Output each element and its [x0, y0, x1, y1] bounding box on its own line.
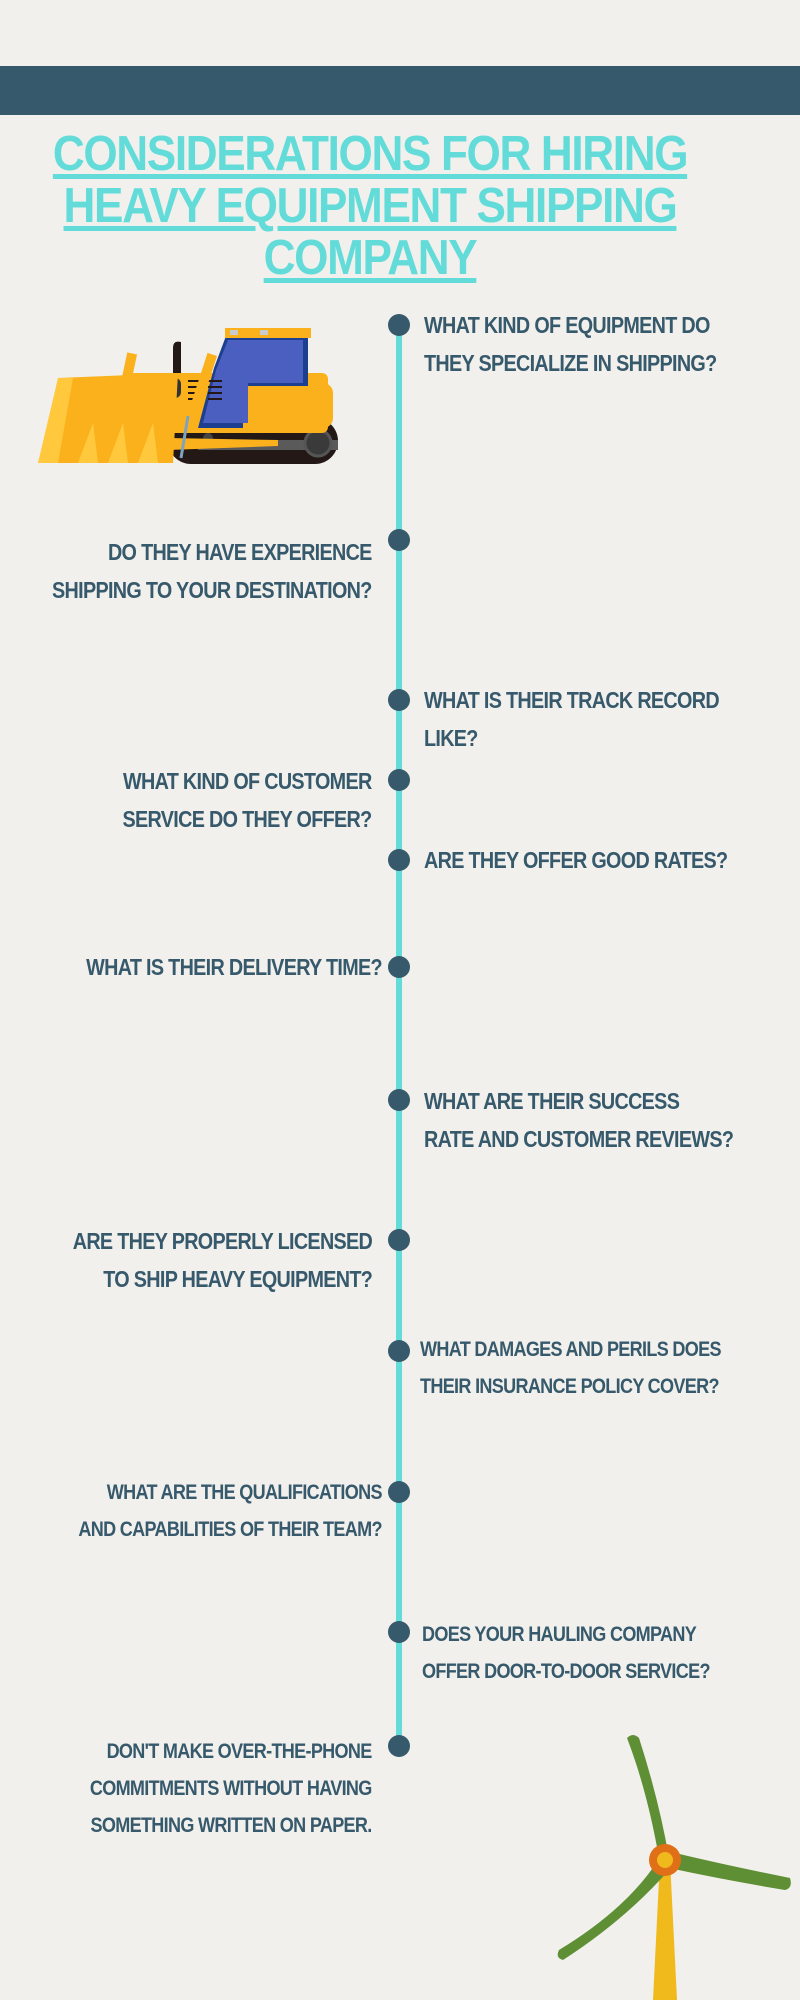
timeline-dot: [388, 1481, 410, 1503]
wind-turbine-icon: [557, 1735, 791, 2000]
timeline-dot: [388, 1735, 410, 1757]
item-text-line: AND CAPABILITIES OF THEIR TEAM?: [78, 1518, 383, 1541]
timeline-item-delivery-time: WHAT IS THEIR DELIVERY TIME?: [86, 948, 382, 986]
item-text-line: WHAT KIND OF EQUIPMENT DO: [424, 312, 710, 338]
item-text-line: WHAT DAMAGES AND PERILS DOES: [420, 1338, 721, 1361]
item-text-line: OFFER DOOR-TO-DOOR SERVICE?: [422, 1660, 710, 1683]
item-text-line: RATE AND CUSTOMER REVIEWS?: [424, 1126, 734, 1152]
timeline-item-equipment-specialty: WHAT KIND OF EQUIPMENT DO THEY SPECIALIZ…: [424, 306, 717, 382]
title-line-3: COMPANY: [263, 231, 478, 285]
timeline-item-rates: ARE THEY OFFER GOOD RATES?: [424, 841, 728, 879]
header-bar: [0, 66, 800, 115]
timeline-line: [396, 322, 402, 1748]
bulldozer-icon: [38, 328, 338, 464]
item-text-line: SHIPPING TO YOUR DESTINATION?: [52, 577, 372, 603]
timeline-item-customer-service: WHAT KIND OF CUSTOMER SERVICE DO THEY OF…: [122, 762, 373, 838]
item-text-line: ARE THEY OFFER GOOD RATES?: [424, 847, 728, 873]
timeline-item-written-commitments: DON'T MAKE OVER-THE-PHONE COMMITMENTS WI…: [90, 1733, 372, 1844]
timeline-item-success-rate: WHAT ARE THEIR SUCCESS RATE AND CUSTOMER…: [424, 1082, 734, 1158]
timeline-dot: [388, 769, 410, 791]
page-title: CONSIDERATIONS FOR HIRING HEAVY EQUIPMEN…: [37, 128, 703, 284]
timeline-item-insurance: WHAT DAMAGES AND PERILS DOES THEIR INSUR…: [420, 1331, 721, 1405]
timeline-dot: [388, 1621, 410, 1643]
item-text-line: SOMETHING WRITTEN ON PAPER.: [90, 1814, 373, 1837]
item-text-line: THEY SPECIALIZE IN SHIPPING?: [424, 350, 717, 376]
item-text-line: TO SHIP HEAVY EQUIPMENT?: [103, 1266, 373, 1292]
timeline-dot: [388, 1340, 410, 1362]
timeline-dot: [388, 1089, 410, 1111]
timeline-dot: [388, 849, 410, 871]
item-text-line: WHAT KIND OF CUSTOMER: [123, 768, 373, 794]
timeline-item-door-to-door: DOES YOUR HAULING COMPANY OFFER DOOR-TO-…: [422, 1616, 710, 1690]
item-text-line: WHAT ARE THEIR SUCCESS: [424, 1088, 680, 1114]
timeline-item-licensing: ARE THEY PROPERLY LICENSED TO SHIP HEAVY…: [72, 1222, 373, 1298]
item-text-line: DON'T MAKE OVER-THE-PHONE: [106, 1740, 373, 1763]
item-text-line: WHAT IS THEIR TRACK RECORD: [424, 687, 720, 713]
item-text-line: COMMITMENTS WITHOUT HAVING: [90, 1777, 372, 1800]
timeline-dot: [388, 529, 410, 551]
timeline-item-team-qualifications: WHAT ARE THE QUALIFICATIONS AND CAPABILI…: [78, 1474, 383, 1548]
timeline-item-track-record: WHAT IS THEIR TRACK RECORD LIKE?: [424, 681, 720, 757]
item-text-line: DO THEY HAVE EXPERIENCE: [108, 539, 372, 565]
title-line-1: CONSIDERATIONS FOR HIRING: [52, 127, 689, 181]
item-text-line: LIKE?: [424, 725, 478, 751]
item-text-line: WHAT ARE THE QUALIFICATIONS: [106, 1481, 383, 1504]
timeline-dot: [388, 1229, 410, 1251]
timeline-dot: [388, 689, 410, 711]
timeline-dot: [388, 956, 410, 978]
timeline-item-destination-experience: DO THEY HAVE EXPERIENCE SHIPPING TO YOUR…: [52, 533, 372, 609]
item-text-line: DOES YOUR HAULING COMPANY: [422, 1623, 697, 1646]
item-text-line: ARE THEY PROPERLY LICENSED: [72, 1228, 373, 1254]
item-text-line: SERVICE DO THEY OFFER?: [122, 806, 373, 832]
item-text-line: THEIR INSURANCE POLICY COVER?: [420, 1375, 719, 1398]
title-line-2: HEAVY EQUIPMENT SHIPPING: [63, 179, 678, 233]
timeline-dot: [388, 314, 410, 336]
item-text-line: WHAT IS THEIR DELIVERY TIME?: [86, 954, 382, 980]
